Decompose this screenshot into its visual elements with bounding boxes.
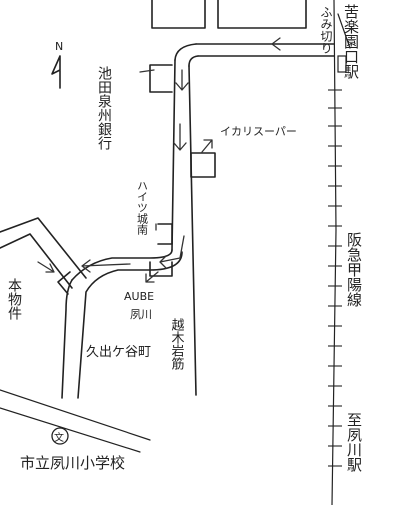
heights-building <box>157 223 173 245</box>
school-street-upper <box>0 389 151 441</box>
school-icon-label: 文 <box>54 431 64 444</box>
railway-line <box>331 0 337 505</box>
station-label-kurakuen: 苦楽園口駅 <box>342 4 360 79</box>
property-label: 本物件 <box>6 278 22 320</box>
school-label: 市立夙川小学校 <box>20 454 125 472</box>
pointer-arrow-bank <box>139 69 155 73</box>
route-arrow-south <box>173 123 187 151</box>
main-road-west-edge <box>174 43 197 61</box>
west-road-south <box>77 251 183 399</box>
heights-label: ハイツ城南 <box>136 180 149 235</box>
pointer-arrow-property <box>37 261 55 273</box>
top-right-block <box>217 0 307 29</box>
top-left-block <box>151 0 206 29</box>
crossing-gate <box>337 55 347 73</box>
aube-building <box>149 261 173 277</box>
north-label: N <box>55 40 63 53</box>
supermarket-building <box>190 152 216 178</box>
property-building <box>57 271 71 295</box>
aube-area-label: 夙川 <box>130 308 152 321</box>
bank-label: 池田泉州銀行 <box>96 66 112 151</box>
pointer-arrow-supermarket <box>201 139 213 153</box>
route-arrow-south-west <box>159 235 185 269</box>
town-label: 久出ケ谷町 <box>86 345 151 360</box>
station-label-shukugawa: 至夙川駅 <box>345 412 363 472</box>
crossing-mark <box>337 13 351 49</box>
pointer-arrow-aube <box>145 271 159 283</box>
road-label: 越木岩筋 <box>169 318 185 370</box>
supermarket-label: イカリスーパー <box>220 125 297 138</box>
diagonal-road-lower <box>0 233 73 289</box>
railway-name-label: 阪急甲陽線 <box>345 232 363 307</box>
bank-building <box>149 64 173 93</box>
north-arrow-icon <box>51 55 61 89</box>
crossing-label: ふみ切り <box>319 6 333 54</box>
route-arrow-south <box>175 69 189 91</box>
route-arrow-west <box>271 37 323 51</box>
route-arrow-west <box>81 259 131 273</box>
aube-label: AUBE <box>124 290 154 303</box>
main-road-west-edge <box>171 59 176 251</box>
west-road-north <box>71 249 173 281</box>
west-road-side <box>61 279 73 399</box>
school-icon <box>51 427 69 445</box>
compass: N <box>51 40 63 89</box>
main-road-east-edge <box>188 65 197 396</box>
school-marker: 文 <box>51 427 69 445</box>
school-street-lower <box>0 407 141 453</box>
diagonal-road-upper <box>0 217 87 279</box>
railway-ticks <box>328 89 342 467</box>
main-road-east-edge <box>188 55 199 67</box>
